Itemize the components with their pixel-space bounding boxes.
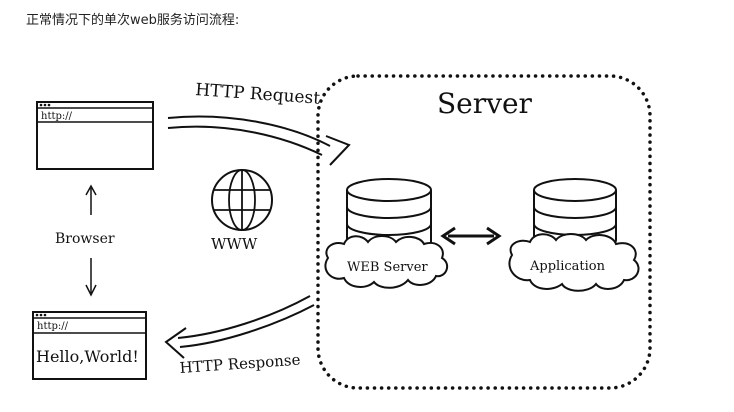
globe-icon <box>211 169 273 231</box>
www-label: WWW <box>211 235 258 253</box>
browser-window-bottom: http:// Hello,World! <box>32 311 147 380</box>
browser-label-group: Browser <box>55 184 115 297</box>
bidirectional-arrow <box>440 226 502 246</box>
application-label: Application <box>529 259 606 274</box>
url-text-top: http:// <box>41 111 73 122</box>
web-server-cloud <box>324 235 449 289</box>
web-server-label: WEB Server <box>347 260 428 275</box>
application-cloud <box>508 233 640 292</box>
http-response-arrow <box>164 295 315 359</box>
http-request-label: HTTP Request <box>195 80 321 109</box>
browser-window-top: http:// <box>36 101 154 170</box>
http-request-arrow <box>167 115 351 166</box>
http-response-label: HTTP Response <box>179 351 301 377</box>
page-caption: 正常情况下的单次web服务访问流程: <box>26 13 240 28</box>
server-title: Server <box>437 87 533 120</box>
page-content: Hello,World! <box>36 347 139 366</box>
url-text-bottom: http:// <box>37 321 69 332</box>
browser-label: Browser <box>55 231 115 247</box>
